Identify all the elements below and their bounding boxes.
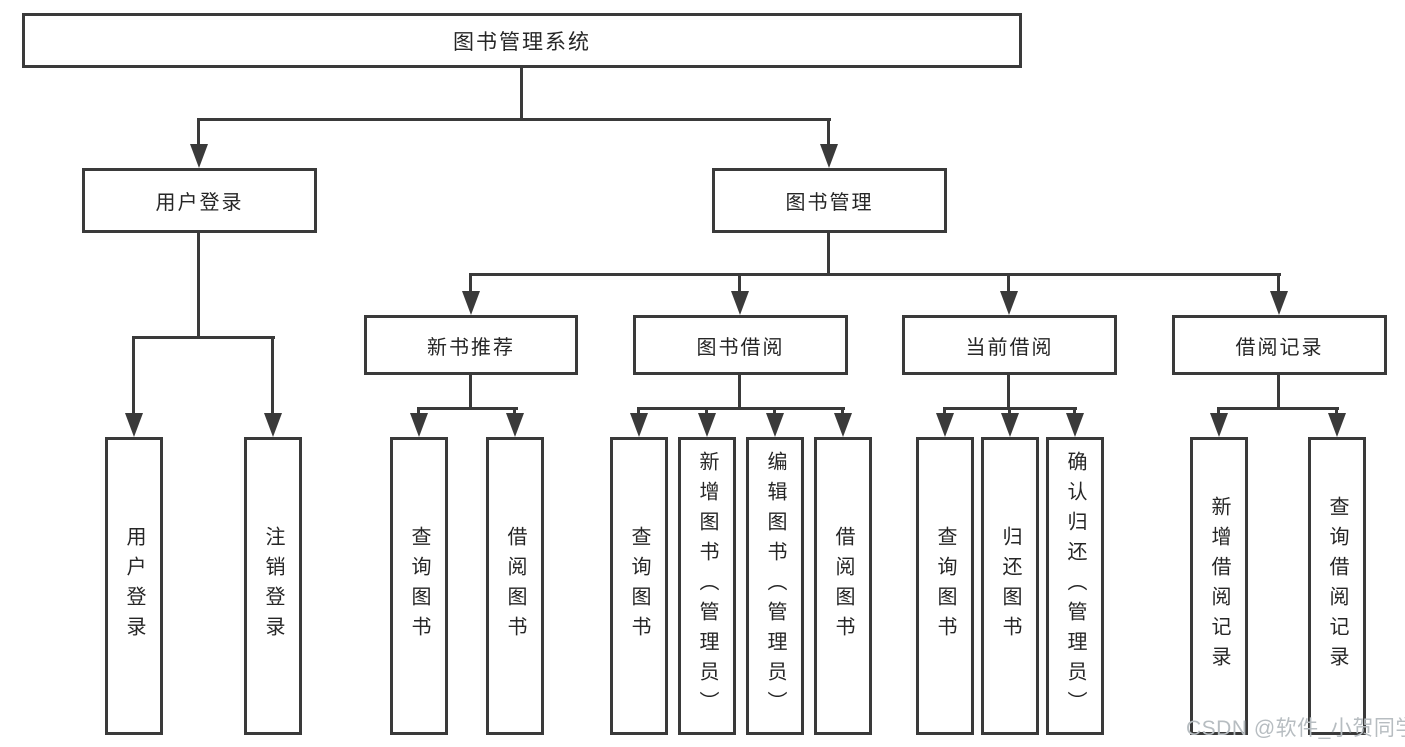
- leaf-edit-books-admin: 编辑图书（管理员）: [746, 437, 804, 735]
- arrowhead-down-icon: [1001, 413, 1019, 437]
- arrowhead-down-icon: [766, 413, 784, 437]
- leaf-label: 查询图书: [408, 526, 430, 646]
- connector-vline: [1007, 375, 1010, 410]
- arrowhead-down-icon: [462, 291, 480, 315]
- node-book-borrowing: 图书借阅: [633, 315, 848, 375]
- arrowhead-down-icon: [190, 144, 208, 168]
- connector-stub: [1217, 407, 1220, 413]
- leaf-label: 新增图书（管理员）: [696, 451, 718, 721]
- connector-vline: [520, 68, 523, 121]
- leaf-label: 查询图书: [934, 526, 956, 646]
- node-label: 新书推荐: [427, 336, 515, 359]
- connector-stub: [827, 118, 830, 144]
- leaf-label: 编辑图书（管理员）: [764, 451, 786, 721]
- leaf-label: 归还图书: [999, 526, 1021, 646]
- leaf-user-login: 用户登录: [105, 437, 163, 735]
- arrowhead-down-icon: [834, 413, 852, 437]
- connector-hline: [637, 407, 845, 410]
- arrowhead-down-icon: [1328, 413, 1346, 437]
- arrowhead-down-icon: [410, 413, 428, 437]
- connector-stub: [271, 336, 274, 413]
- arrowhead-down-icon: [630, 413, 648, 437]
- connector-hline: [197, 118, 831, 121]
- arrowhead-down-icon: [1000, 291, 1018, 315]
- arrowhead-down-icon: [1066, 413, 1084, 437]
- connector-stub: [1008, 407, 1011, 413]
- arrowhead-down-icon: [1210, 413, 1228, 437]
- csdn-watermark: CSDN @软件_小贺同学: [1186, 717, 1405, 740]
- arrowhead-down-icon: [506, 413, 524, 437]
- node-label: 当前借阅: [965, 336, 1054, 359]
- leaf-label: 查询图书: [628, 526, 650, 646]
- connector-stub: [469, 273, 472, 291]
- connector-stub: [841, 407, 844, 413]
- leaf-borrowing-query-books: 查询图书: [610, 437, 668, 735]
- connector-stub: [1007, 273, 1010, 291]
- connector-stub: [513, 407, 516, 413]
- node-current-borrowing: 当前借阅: [902, 315, 1117, 375]
- arrowhead-down-icon: [936, 413, 954, 437]
- arrowhead-down-icon: [820, 144, 838, 168]
- leaf-logout: 注销登录: [244, 437, 302, 735]
- leaf-add-books-admin: 新增图书（管理员）: [678, 437, 736, 735]
- leaf-recommend-query-books: 查询图书: [390, 437, 448, 735]
- connector-vline: [827, 233, 830, 276]
- arrowhead-down-icon: [125, 413, 143, 437]
- connector-stub: [1277, 273, 1280, 291]
- connector-hline: [469, 273, 1281, 276]
- arrowhead-down-icon: [698, 413, 716, 437]
- leaf-label: 注销登录: [262, 526, 284, 646]
- node-library-management-system: 图书管理系统: [22, 13, 1022, 68]
- node-label: 用户登录: [155, 192, 244, 214]
- leaf-label: 新增借阅记录: [1208, 496, 1230, 676]
- connector-hline: [417, 407, 518, 410]
- leaf-label: 用户登录: [123, 526, 145, 646]
- leaf-return-books: 归还图书: [981, 437, 1039, 735]
- node-label: 图书管理: [785, 192, 874, 214]
- leaf-label: 借阅图书: [504, 526, 526, 646]
- node-new-book-recommendation: 新书推荐: [364, 315, 578, 375]
- arrowhead-down-icon: [264, 413, 282, 437]
- connector-vline: [738, 375, 741, 410]
- leaf-confirm-return-admin: 确认归还（管理员）: [1046, 437, 1104, 735]
- connector-stub: [1335, 407, 1338, 413]
- connector-stub: [132, 336, 135, 413]
- connector-stub: [705, 407, 708, 413]
- node-label: 图书管理系统: [453, 30, 591, 54]
- connector-stub: [773, 407, 776, 413]
- connector-stub: [1073, 407, 1076, 413]
- leaf-query-borrow-record: 查询借阅记录: [1308, 437, 1366, 735]
- connector-vline: [197, 233, 200, 339]
- leaf-label: 借阅图书: [832, 526, 854, 646]
- connector-stub: [417, 407, 420, 413]
- leaf-recommend-borrow-books: 借阅图书: [486, 437, 544, 735]
- leaf-borrow-books: 借阅图书: [814, 437, 872, 735]
- connector-stub: [943, 407, 946, 413]
- leaf-add-borrow-record: 新增借阅记录: [1190, 437, 1248, 735]
- connector-hline: [132, 336, 275, 339]
- node-label: 借阅记录: [1235, 336, 1324, 359]
- arrowhead-down-icon: [731, 291, 749, 315]
- node-label: 图书借阅: [696, 336, 785, 359]
- leaf-label: 查询借阅记录: [1326, 496, 1348, 676]
- connector-stub: [637, 407, 640, 413]
- arrowhead-down-icon: [1270, 291, 1288, 315]
- connector-vline: [469, 375, 472, 410]
- leaf-current-query-books: 查询图书: [916, 437, 974, 735]
- connector-hline: [1217, 407, 1339, 410]
- node-user-login: 用户登录: [82, 168, 317, 233]
- node-borrowing-records: 借阅记录: [1172, 315, 1387, 375]
- leaf-label: 确认归还（管理员）: [1064, 451, 1086, 721]
- connector-stub: [738, 273, 741, 291]
- connector-stub: [197, 118, 200, 144]
- connector-vline: [1277, 375, 1280, 410]
- node-book-management: 图书管理: [712, 168, 947, 233]
